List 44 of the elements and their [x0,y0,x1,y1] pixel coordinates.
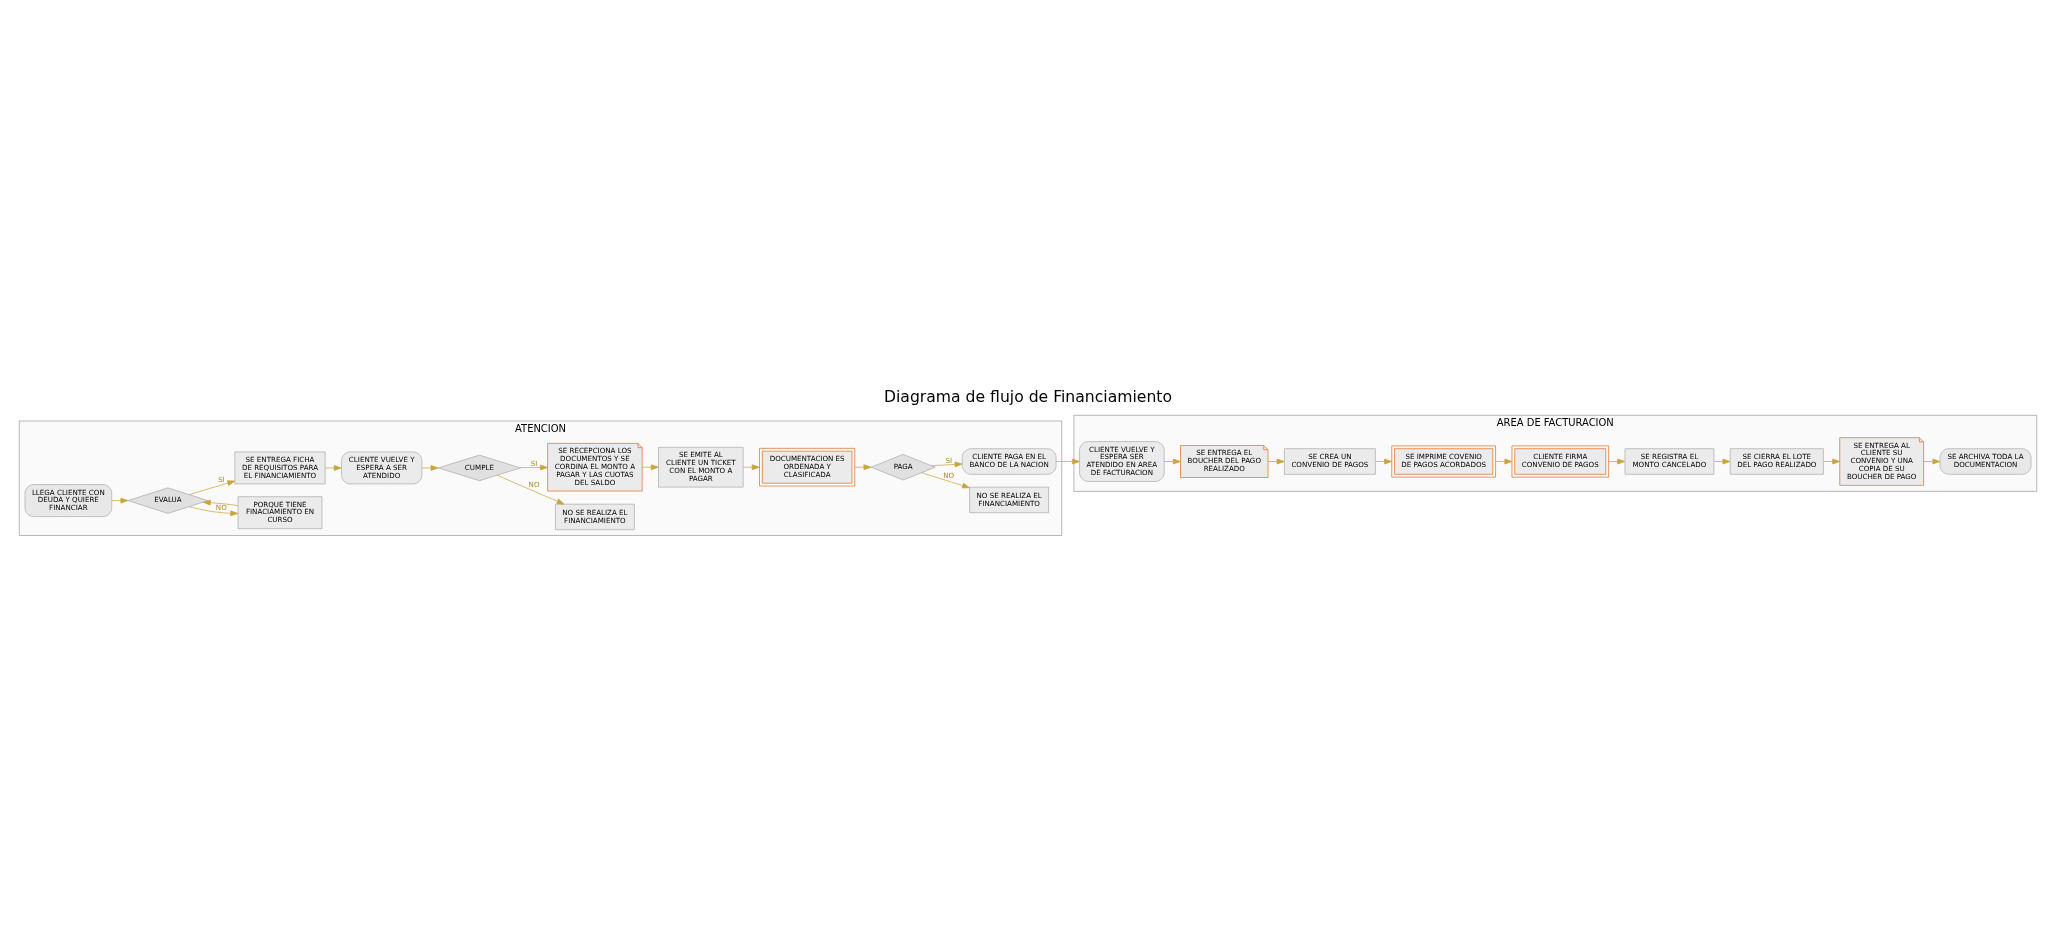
node-box: SE EMITE AL CLIENTE UN TICKET CON EL MONTO A PAGAR [658,446,744,488]
arrow [742,464,760,471]
arrow [1608,458,1626,465]
edge-label: SI [530,458,538,468]
arrow [324,465,342,471]
node-box: SE ENTREGA FICHA DE REQUISITOS PARA EL FINANCIAMIENTO [234,451,326,485]
diagram-title: Diagrama de flujo de Financiamiento [883,387,1173,407]
edge-label: NO [943,470,955,480]
node-box: CLIENTE VUELVE Y ESPERA SER ATENDIDO EN AREA DE FACTURACION [1079,441,1165,482]
arrow [931,461,963,468]
node-box: SE CREA UN CONVENIO DE PAGOS [1284,448,1376,475]
node-box: CLIENTE VUELVE Y ESPERA A SER ATENDIDO [341,451,423,485]
node-box: PORQUE TIENE FINACIAMIENTO EN CURSO [237,496,323,530]
arrow [1713,458,1731,465]
arrow [1055,458,1080,465]
node-box: NO SE REALIZA EL FINANCIAMIENTO [969,486,1049,514]
arrow [202,499,239,506]
arrow [642,464,659,471]
arrow [188,480,236,495]
edge-label: SI [218,475,225,485]
node-box: SE REGISTRA EL MONTO CANCELADO [1624,448,1715,475]
arrow [921,472,970,489]
arrow [854,464,872,471]
edge-label: NO [215,502,227,512]
arrow [496,474,565,505]
edge-label: NO [528,480,540,490]
arrow [1375,458,1392,465]
arrow [1163,458,1181,465]
arrow [1923,458,1941,465]
node-box: CLIENTE PAGA EN EL BANCO DE LA NACION [961,448,1057,475]
arrow [421,465,439,471]
arrow [188,506,239,517]
edge-label: SI [945,455,953,465]
node-diamond: PAGA [870,454,936,481]
node-box: LLEGA CLIENTE CON DEUDA Y QUIERE FINANCIAR [24,484,113,517]
arrow [519,464,548,471]
node-diamond: CUMPLE [437,454,521,482]
node-box: SE CIERRA EL LOTE DEL PAGO REALIZADO [1729,448,1824,475]
arrow [111,497,129,504]
node-box: NO SE REALIZA EL FINANCIAMIENTO [555,503,635,531]
arrow [1823,458,1841,465]
arrow [1267,458,1285,465]
node-box: SE ARCHIVA TODA LA DOCUMENTACION [1939,448,2032,475]
arrow [1495,458,1513,465]
